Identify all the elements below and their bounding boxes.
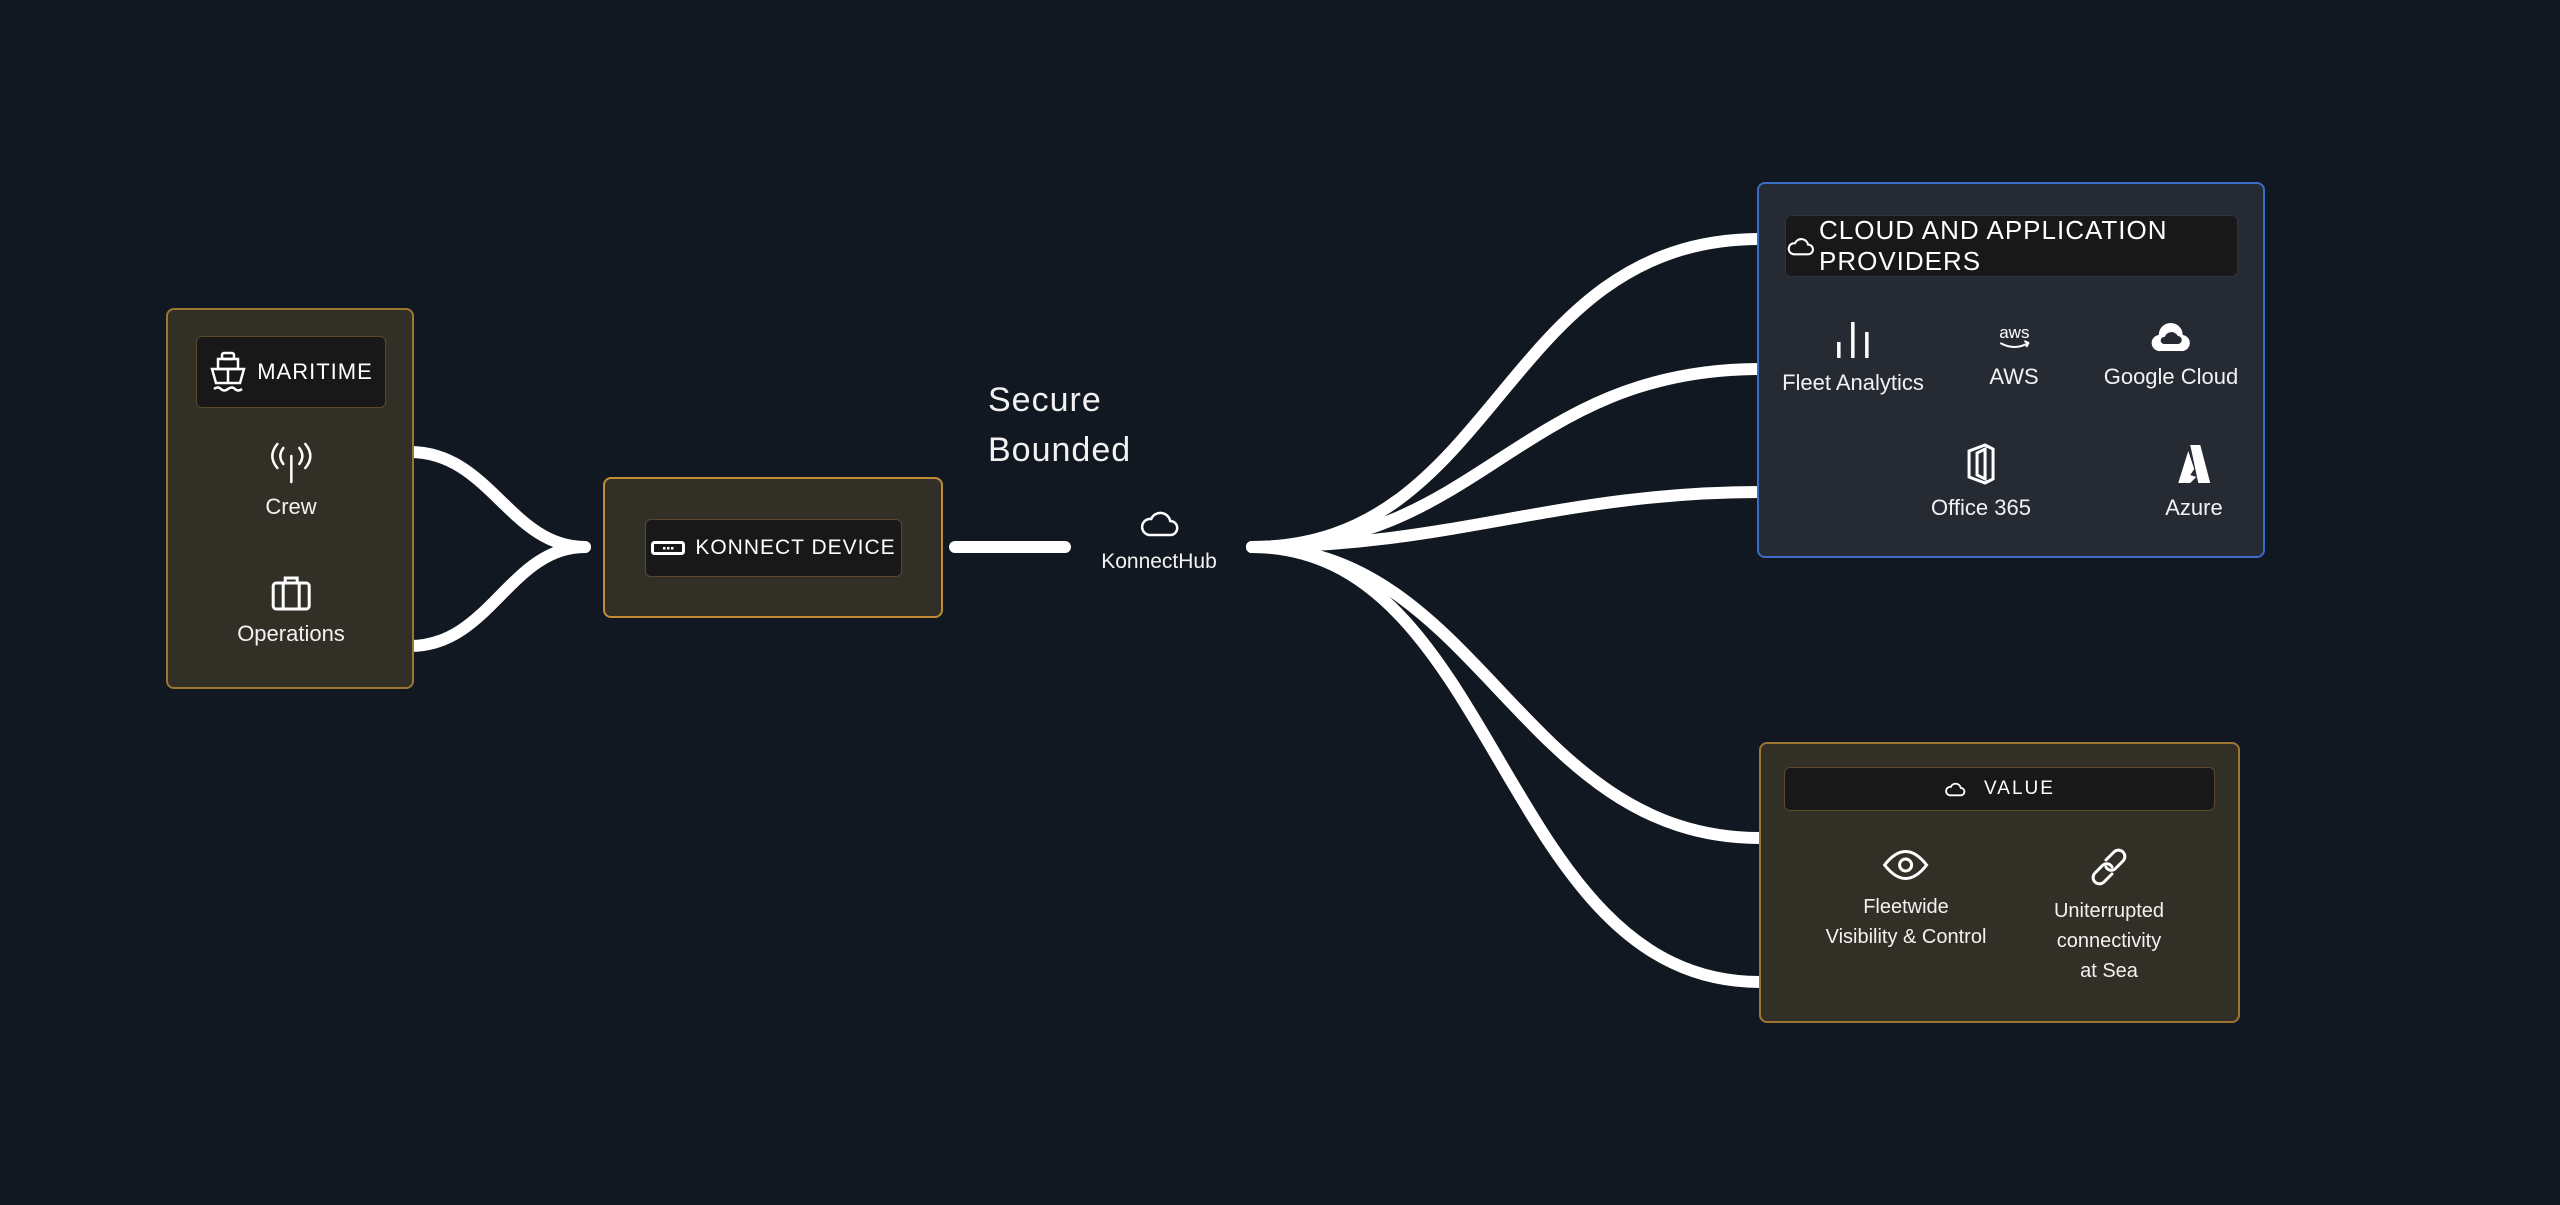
value-text-line: Fleetwide <box>1863 896 1949 918</box>
value-visibility: Fleetwide Visibility & Control <box>1825 846 1987 952</box>
wire-crew-device <box>404 446 591 553</box>
crew-item: Crew <box>265 442 317 522</box>
value-title: VALUE <box>1984 778 2055 799</box>
konnect-device-title: KONNECT DEVICE <box>695 536 896 559</box>
maritime-header: MARITIME <box>196 336 386 408</box>
bar-chart-icon <box>1837 322 1869 358</box>
briefcase-icon <box>271 576 311 611</box>
google-cloud-icon <box>2151 323 2191 352</box>
provider-fleet-analytics: Fleet Analytics <box>1782 320 1924 398</box>
provider-aws: aws AWS <box>1989 322 2038 392</box>
value-connectivity: Uniterrupted connectivity at Sea <box>2054 846 2164 986</box>
link-label: Secure Bounded <box>988 375 1131 475</box>
wire-hub-fleet <box>1246 233 1766 553</box>
operations-item: Operations <box>237 575 345 649</box>
cloud-icon <box>1140 511 1179 537</box>
value-text-line: Uniterrupted <box>2053 900 2165 922</box>
wire-hub-value1 <box>1246 541 1766 844</box>
provider-label: Azure <box>2165 495 2223 520</box>
providers-title: CLOUD AND APPLICATION PROVIDERS <box>1819 215 2168 276</box>
provider-label: Google Cloud <box>2103 364 2239 389</box>
provider-label: Office 365 <box>1931 495 2031 520</box>
provider-azure: Azure <box>2165 443 2223 523</box>
cloud-icon <box>1787 238 1814 256</box>
link-label-line2: Bounded <box>988 431 1132 469</box>
value-text-line: Visibility & Control <box>1825 926 1987 948</box>
wire-hub-aws <box>1246 363 1766 553</box>
wire-hub-value2 <box>1246 541 1766 988</box>
value-text-line: at Sea <box>2080 960 2138 982</box>
wire-hub-office <box>1246 486 1766 553</box>
device-icon <box>651 541 686 555</box>
wire-operations-device <box>404 541 591 652</box>
antenna-icon <box>270 442 312 484</box>
providers-header: CLOUD AND APPLICATION PROVIDERS <box>1785 215 2238 277</box>
svg-text:aws: aws <box>1999 323 2029 342</box>
aws-logo-icon: aws <box>1999 323 2030 348</box>
azure-icon <box>2177 445 2210 483</box>
office-icon <box>1967 443 1995 485</box>
link-label-line1: Secure <box>988 381 1102 419</box>
crew-label: Crew <box>265 494 317 519</box>
ship-icon <box>210 351 246 392</box>
konnecthub-label: KonnectHub <box>1101 550 1217 573</box>
provider-google-cloud: Google Cloud <box>2103 318 2239 392</box>
maritime-title: MARITIME <box>257 359 373 384</box>
link-icon <box>2091 848 2127 886</box>
provider-office-365: Office 365 <box>1931 443 2031 523</box>
provider-label: Fleet Analytics <box>1782 370 1924 395</box>
operations-label: Operations <box>237 621 345 646</box>
value-header: VALUE <box>1784 767 2215 811</box>
value-text-line: connectivity <box>2056 930 2162 952</box>
konnecthub: KonnectHub <box>1101 508 1217 577</box>
provider-label: AWS <box>1989 364 2039 389</box>
cloud-icon <box>1945 782 1966 797</box>
eye-icon <box>1883 850 1929 880</box>
konnect-device-header: KONNECT DEVICE <box>645 519 902 577</box>
